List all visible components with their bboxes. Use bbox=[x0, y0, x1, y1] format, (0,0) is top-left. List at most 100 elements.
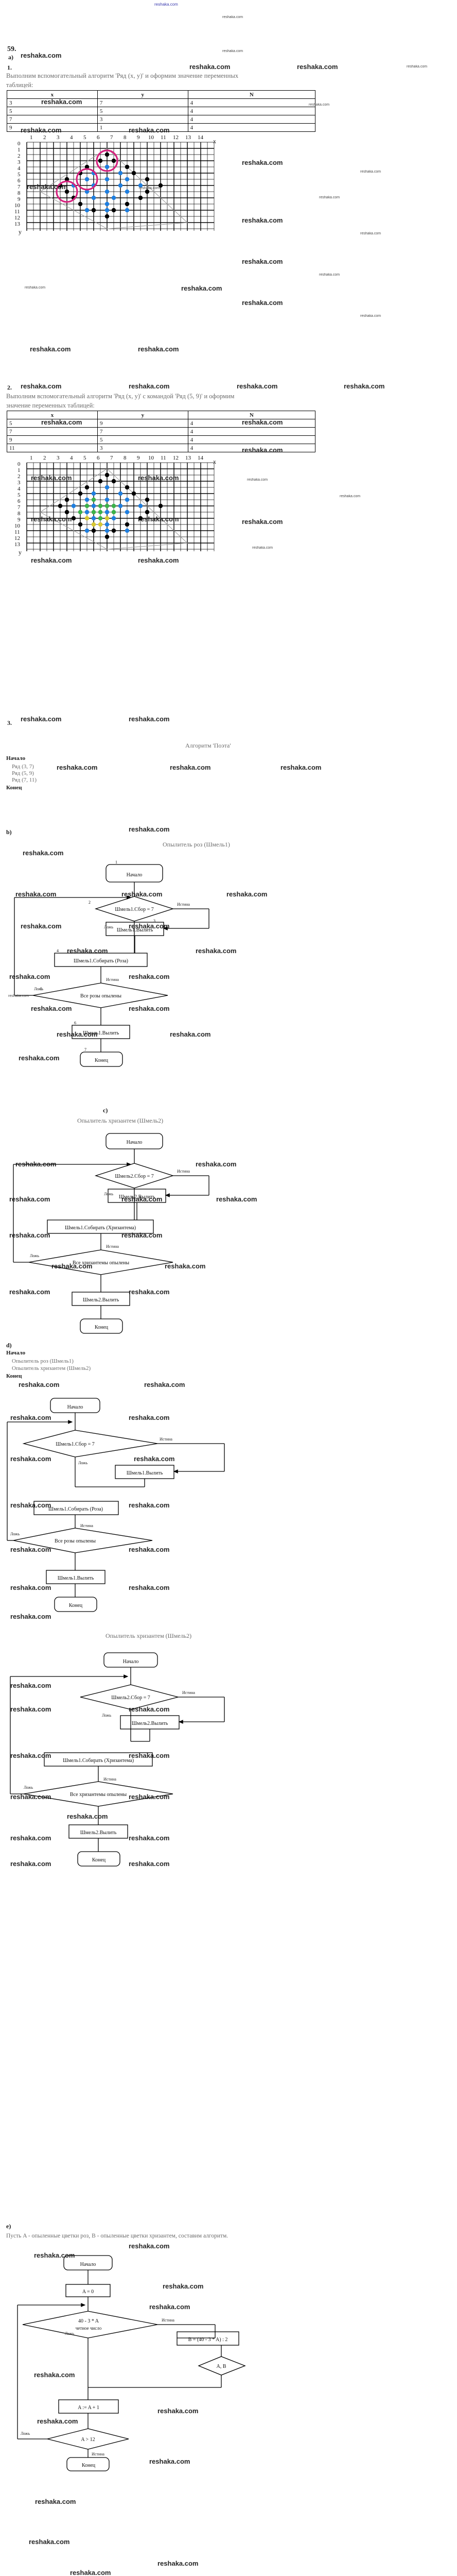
x-tick-label: 9 bbox=[137, 134, 140, 141]
node-assign-0: A = 0 bbox=[82, 2289, 94, 2295]
flowchart-d-2-title: Опылитель хризантем (Шмель2) bbox=[106, 1632, 192, 1639]
watermark: reshaka.com bbox=[170, 764, 211, 771]
y-tick-label: 10 bbox=[14, 202, 21, 209]
node-action-3: Шмель1.Вылить bbox=[58, 1575, 94, 1581]
cell-x: 3 bbox=[7, 98, 98, 107]
watermark: reshaka.com bbox=[297, 63, 338, 71]
y-tick-label: 7 bbox=[17, 504, 21, 511]
section-b-label: b) bbox=[6, 828, 12, 836]
cell-n: 4 bbox=[187, 444, 316, 452]
watermark: reshaka.com bbox=[319, 273, 340, 277]
x-tick-label: 6 bbox=[97, 455, 100, 461]
watermark: reshaka.com bbox=[31, 556, 72, 564]
node-condition-1: Шмель2.Сбор = 7 bbox=[115, 1174, 153, 1179]
col-header-x: x bbox=[7, 411, 98, 419]
x-tick-label: 12 bbox=[173, 134, 179, 141]
cell-y: 7 bbox=[97, 427, 188, 436]
table-row: 5 9 4 bbox=[7, 419, 316, 428]
cell-x: 9 bbox=[7, 123, 98, 132]
y-tick-label: 3 bbox=[17, 480, 21, 486]
watermark: reshaka.com bbox=[35, 2498, 76, 2505]
top-site-link[interactable]: reshaka.com bbox=[154, 2, 178, 7]
x-tick-label: 9 bbox=[137, 455, 140, 461]
algo-line: Начало bbox=[6, 755, 26, 761]
table-header-row: x y N bbox=[7, 411, 316, 419]
cell-n: 4 bbox=[187, 435, 316, 444]
item-1-number: 1. bbox=[7, 64, 12, 71]
green-points bbox=[78, 497, 116, 521]
section-a-label: a) bbox=[8, 54, 13, 61]
edge-label-false-2: Ложь bbox=[24, 1785, 33, 1790]
cell-n: 4 bbox=[187, 123, 316, 132]
svg-text:2: 2 bbox=[89, 900, 91, 905]
node-condition-2: A > 12 bbox=[81, 2437, 95, 2443]
y-tick-label: 11 bbox=[14, 209, 20, 215]
x-tick-label: 8 bbox=[124, 455, 127, 461]
y-tick-label: 1 bbox=[17, 467, 21, 473]
item-3-number: 3. bbox=[7, 719, 12, 726]
node-action-2: Шмель1.Собирать (Роза) bbox=[48, 1506, 103, 1512]
edge-label-true: Истина bbox=[162, 2318, 174, 2323]
x-tick-label: 3 bbox=[57, 455, 60, 461]
x-axis-label: x bbox=[213, 138, 216, 145]
node-condition-1: Шмель1.Сбор = 7 bbox=[115, 907, 153, 912]
blue-points bbox=[71, 164, 143, 213]
node-end: Конец bbox=[95, 1325, 109, 1330]
algorithm-d-line: Конец bbox=[6, 1373, 22, 1379]
blue-points bbox=[71, 485, 143, 533]
x-tick-label: 2 bbox=[43, 455, 46, 461]
magenta-highlight-circles bbox=[56, 149, 118, 203]
x-tick-label: 5 bbox=[83, 134, 86, 141]
node-action-2: Шмель1.Собирать (Роза) bbox=[74, 958, 128, 964]
algorithm-3-text: Начало bbox=[6, 755, 25, 762]
watermark: reshaka.com bbox=[242, 299, 283, 307]
section-d-label: d) bbox=[6, 1342, 12, 1349]
table-row: 7 7 4 bbox=[7, 427, 316, 436]
edge-label-true-2: Истина bbox=[92, 2452, 104, 2456]
edge-label-false-1: Ложь bbox=[78, 1461, 88, 1465]
cell-y: 7 bbox=[97, 98, 188, 107]
svg-text:4: 4 bbox=[57, 948, 59, 953]
page-title: 59. bbox=[7, 45, 16, 53]
watermark: reshaka.com bbox=[30, 345, 71, 353]
y-tick-label: 0 bbox=[17, 141, 21, 147]
watermark: reshaka.com bbox=[21, 52, 62, 59]
node-condition-1-line1: 40 - 3 * A bbox=[78, 2318, 99, 2324]
col-header-y: y bbox=[97, 411, 188, 419]
node-action-1: B = (40 - 3 * A) : 2 bbox=[188, 2337, 228, 2343]
algorithm-d-line: Начало bbox=[6, 1350, 26, 1356]
y-tick-label: 5 bbox=[17, 172, 21, 178]
x-tick-label: 12 bbox=[173, 455, 179, 461]
table-row: 11 3 4 bbox=[7, 444, 316, 452]
y-tick-label: 1 bbox=[17, 147, 21, 153]
node-condition-2: Все хризантемы опылены bbox=[73, 1260, 129, 1266]
flowchart-d-2: Начало Шмель2.Сбор = 7 Шмель2.Вылить Шме… bbox=[3, 1643, 240, 1870]
svg-text:6: 6 bbox=[74, 1021, 76, 1025]
edge-label-true-2: Истина bbox=[103, 1777, 116, 1782]
watermark: reshaka.com bbox=[222, 15, 243, 19]
cell-x: 5 bbox=[7, 419, 98, 428]
edge-label-true-2: Истина bbox=[80, 1523, 93, 1528]
watermark: reshaka.com bbox=[57, 764, 98, 771]
watermark: reshaka.com bbox=[344, 382, 385, 390]
y-axis-label: y bbox=[19, 228, 22, 235]
node-action-3: Шмель2.Вылить bbox=[83, 1297, 119, 1303]
edge-label-true: Истина bbox=[177, 902, 190, 907]
watermark: reshaka.com bbox=[29, 2538, 70, 2546]
diamond-guide bbox=[39, 148, 188, 229]
edge-label-false-2: Ложь bbox=[30, 1253, 40, 1258]
algorithm-d-line: Опылитель роз (Шмель1) bbox=[6, 1358, 74, 1364]
y-tick-label: 2 bbox=[17, 473, 21, 480]
cell-n: 4 bbox=[187, 419, 316, 428]
x-tick-label: 14 bbox=[198, 455, 204, 461]
cell-x: 5 bbox=[7, 107, 98, 115]
cell-y: 9 bbox=[97, 419, 188, 428]
watermark: reshaka.com bbox=[138, 556, 179, 564]
node-condition-2: Все розы опылены bbox=[80, 993, 121, 999]
node-action-2: Шмель1.Собирать (Хризантема) bbox=[65, 1225, 136, 1231]
table-header-row: x y N bbox=[7, 90, 316, 99]
cell-n: 4 bbox=[187, 115, 316, 124]
table-row: 9 1 4 bbox=[7, 123, 316, 132]
watermark: reshaka.com bbox=[21, 382, 62, 390]
edge-label-true: Истина bbox=[177, 1169, 190, 1174]
